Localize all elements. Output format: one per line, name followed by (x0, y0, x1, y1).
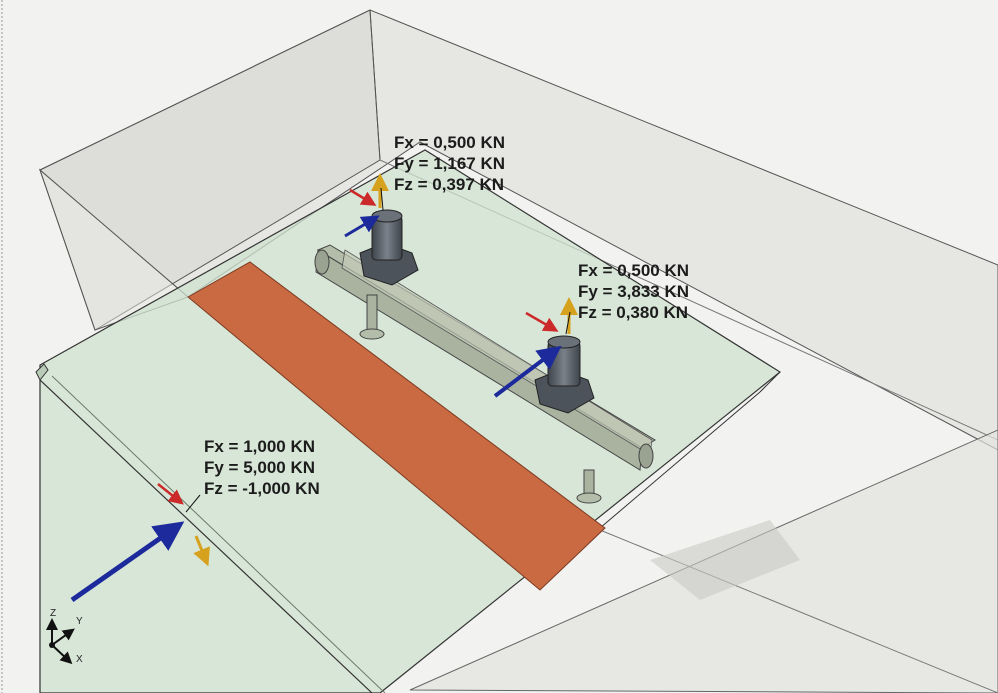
bolt-1[interactable] (359, 209, 419, 286)
load-label-plate-edge: Fx = 1,000 KN Fy = 5,000 KN Fz = -1,000 … (204, 437, 320, 498)
load-fz: Fz = -1,000 KN (204, 479, 320, 498)
channel-end (638, 443, 654, 469)
base-plate-edge (35, 363, 49, 381)
load-fx: Fx = 1,000 KN (204, 437, 315, 456)
force-y-arrow (344, 215, 380, 238)
base-plate-fold-line (51, 375, 386, 693)
force-arrows-plate-edge[interactable] (70, 483, 210, 603)
load-fx: Fx = 0,500 KN (394, 133, 505, 152)
anchor-post-1[interactable] (359, 294, 385, 340)
load-fy: Fy = 1,167 KN (394, 154, 505, 173)
load-fz: Fz = 0,380 KN (578, 303, 688, 322)
force-y-arrow (493, 345, 562, 398)
shadow (650, 520, 800, 600)
force-arrows-bolt-1[interactable] (344, 173, 389, 238)
load-label-bolt-2: Fx = 0,500 KN Fy = 3,833 KN Fz = 0,380 K… (578, 261, 689, 322)
anchor-post-2[interactable] (576, 469, 602, 504)
axis-z-label: Z (50, 608, 56, 619)
force-z-arrow (193, 535, 210, 567)
leader-line (380, 187, 384, 211)
bolt-top (547, 335, 581, 349)
base-plate-edge (759, 371, 781, 393)
base-plate-edge (599, 391, 761, 529)
load-fy: Fy = 3,833 KN (578, 282, 689, 301)
force-x-arrow (349, 188, 377, 206)
load-label-bolt-1: Fx = 0,500 KN Fy = 1,167 KN Fz = 0,397 K… (394, 133, 505, 194)
axis-x-icon (51, 644, 73, 665)
channel-end (314, 249, 330, 275)
orange-strip[interactable] (187, 261, 606, 591)
base-plate-fold-line (39, 379, 373, 693)
load-fy: Fy = 5,000 KN (204, 458, 315, 477)
load-fx: Fx = 0,500 KN (578, 261, 689, 280)
force-x-arrow (157, 483, 184, 505)
axis-origin (49, 642, 55, 648)
axis-y-icon (51, 628, 75, 646)
leader-line (565, 311, 571, 335)
concrete-edge (369, 9, 381, 161)
load-fz: Fz = 0,397 KN (394, 175, 504, 194)
force-y-arrow (70, 521, 185, 603)
leader-line (185, 494, 201, 513)
axis-x-label: X (76, 654, 83, 665)
anchor-foot (576, 492, 602, 504)
force-x-arrow (525, 311, 559, 332)
axis-y-label: Y (76, 616, 83, 627)
anchor-foot (359, 328, 385, 340)
